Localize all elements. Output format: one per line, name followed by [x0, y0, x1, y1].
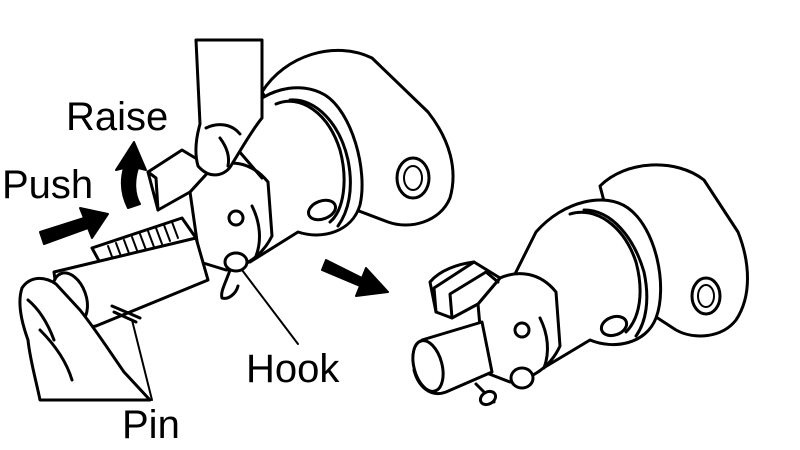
left-rivet: [227, 209, 245, 227]
raise-arrow-icon: [115, 141, 147, 209]
hook-label: Hook: [246, 347, 340, 391]
left-pin: [110, 304, 142, 320]
right-rivet: [513, 321, 531, 339]
lower-hand: [18, 277, 152, 402]
upper-hand: [194, 38, 264, 177]
raise-label: Raise: [66, 95, 168, 139]
push-arrow-icon: [39, 207, 109, 245]
left-hook-ball: [223, 251, 249, 273]
pin-leader-line: [131, 319, 153, 401]
right-hook-ball: [509, 366, 535, 390]
left-slot: [306, 198, 338, 222]
right-flange-bolt-hole: [690, 276, 722, 316]
left-assembly: [51, 49, 455, 329]
right-slot: [599, 314, 629, 338]
push-label: Push: [2, 163, 93, 207]
right-lever: [428, 260, 502, 320]
left-flange-bolt-hole: [395, 156, 431, 200]
pin-label: Pin: [122, 403, 180, 447]
hook-leader-line: [241, 269, 299, 345]
right-assembly: [411, 163, 749, 407]
remove-arrow-icon: [321, 259, 389, 297]
